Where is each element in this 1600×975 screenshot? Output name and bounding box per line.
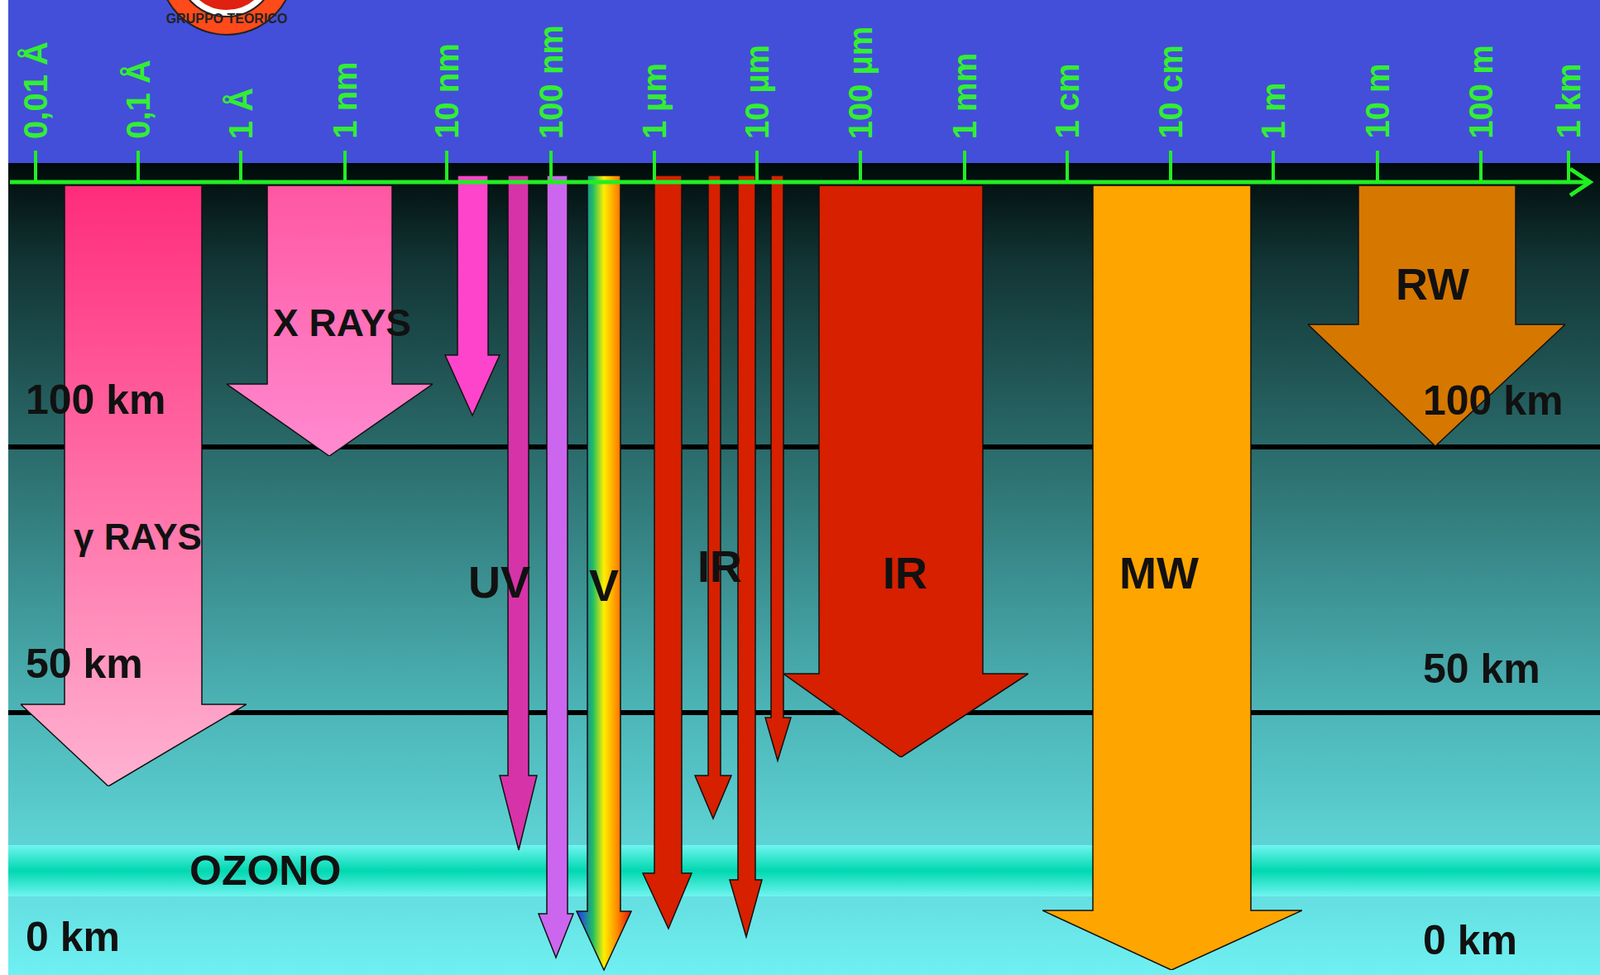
wavelength-label: 100 µm — [841, 26, 880, 139]
axis-tick — [445, 150, 449, 184]
wavelength-label: 1 cm — [1048, 63, 1087, 139]
logo-mark — [189, 0, 264, 5]
wavelength-label: 10 nm — [427, 43, 466, 139]
wavelength-label: 1 µm — [635, 62, 674, 139]
axis-tick — [239, 150, 243, 184]
altitude-label: 0 km — [25, 913, 120, 962]
altitude-line — [8, 444, 1600, 450]
wavelength-label: 1 m — [1254, 81, 1293, 139]
ir-arrow: IR — [783, 185, 1029, 757]
wavelength-label: 100 nm — [531, 24, 571, 139]
altitude-label: 50 km — [25, 640, 144, 689]
band-label: V — [589, 559, 619, 611]
ozone-band-fill — [8, 844, 1600, 896]
wavelength-label: 10 m — [1358, 63, 1397, 139]
axis-tick — [962, 150, 967, 184]
axis-tick — [755, 150, 759, 184]
wavelength-label: 0,01 Å — [16, 41, 55, 139]
wavelength-label: 1 km — [1549, 63, 1588, 139]
ir-arrow — [765, 175, 791, 761]
band-label: OZONO — [189, 847, 341, 896]
wavelength-label: 100 m — [1461, 45, 1500, 139]
altitude-label: 100 km — [25, 376, 167, 425]
axis-line — [9, 180, 1587, 185]
uv-arrow — [499, 175, 537, 850]
wavelength-label: 1 mm — [945, 52, 984, 140]
axis-tick — [1566, 150, 1571, 184]
band-label: MW — [1119, 546, 1199, 599]
axis-tick — [1375, 150, 1380, 184]
axis-tick — [652, 150, 657, 184]
band-label: UV — [468, 555, 531, 608]
axis-tick — [343, 150, 347, 184]
gamma-arrow: γ RAYS — [20, 185, 247, 786]
xray-arrow: X RAYS — [226, 185, 433, 456]
gamma-arrow-fill — [20, 185, 247, 786]
axis-tick — [33, 150, 38, 184]
xray-arrow-fill — [226, 185, 433, 456]
band-label: RW — [1395, 258, 1470, 310]
wavelength-label: 10 cm — [1151, 45, 1190, 139]
wavelength-label: 0,1 Å — [119, 59, 158, 139]
atmosphere — [8, 162, 1600, 975]
ir-arrow — [642, 175, 692, 929]
band-label: X RAYS — [273, 301, 412, 345]
gamma-arrow-shape — [20, 185, 247, 786]
euv-arrow — [445, 175, 500, 416]
uv-arrow — [538, 175, 574, 958]
axis-tick — [858, 150, 863, 184]
wavelength-label: 10 µm — [737, 44, 777, 139]
altitude-line — [8, 709, 1600, 715]
top-bar — [8, 0, 1600, 163]
axis-tick — [1271, 150, 1275, 184]
mw-arrow: MW — [1042, 185, 1303, 970]
wavelength-label: 1 nm — [325, 62, 365, 139]
band-label: IR — [882, 546, 928, 599]
axis-arrowhead — [1570, 168, 1591, 196]
axis-tick — [136, 150, 140, 184]
axis-tick — [549, 150, 553, 184]
altitude-label: 100 km — [1422, 377, 1564, 426]
wavelength-label: 1 Å — [221, 87, 260, 139]
axis-tick — [1479, 150, 1483, 184]
ir-arrow-shape — [783, 185, 1029, 757]
altitude-label: 50 km — [1422, 645, 1541, 694]
rw-arrow-fill — [1307, 185, 1566, 446]
wavelength-axis — [9, 150, 1591, 196]
ir-arrow-fill — [783, 185, 1029, 757]
axis-tick — [1168, 150, 1173, 184]
logo-ring — [158, 0, 295, 35]
altitude-label: 0 km — [1422, 916, 1518, 965]
band-label: IR — [697, 540, 743, 592]
band-label: γ RAYS — [73, 516, 202, 559]
ozone-band: OZONO — [8, 844, 1600, 896]
logo-text: GRUPPO TEORICO — [166, 11, 288, 27]
axis-tick — [1065, 150, 1069, 184]
ir-arrow — [694, 175, 732, 819]
